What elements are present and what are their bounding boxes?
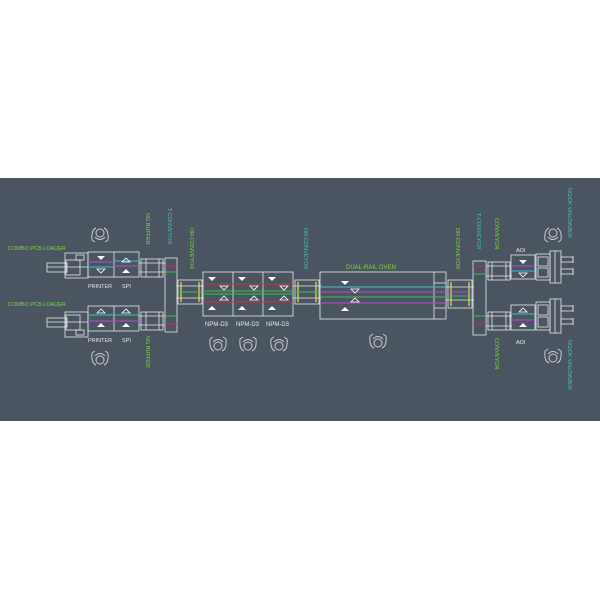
conveyor-bottom xyxy=(486,311,512,331)
operator-npm3-icon xyxy=(270,336,288,352)
dr-conveyor-left xyxy=(176,279,204,305)
dr-conveyor-mid-label: DR-CONVEYOR xyxy=(302,228,308,269)
unloader-bottom-label: NG/OK UNLOADER xyxy=(566,340,572,390)
layout-panel xyxy=(0,178,600,421)
t-conveyor-right-label: T-CONVEYOR xyxy=(475,213,481,249)
printer-spi-bottom xyxy=(87,305,140,332)
conveyor-top-label: CONVEYOR xyxy=(493,218,499,250)
dr-conveyor-right-label: DR-CONVEYOR xyxy=(454,228,460,269)
aoi-bottom xyxy=(510,304,536,331)
operator-oven-icon xyxy=(369,333,387,349)
ng-buffer-top-label: NG BUFFER xyxy=(144,213,150,245)
oven-label: DUAL-RAIL OVEN xyxy=(346,265,396,271)
npm-d3-modules xyxy=(202,271,294,317)
dual-rail-oven xyxy=(319,271,447,320)
unloader-top-label: NG/OK UNLOADER xyxy=(566,188,572,238)
t-conveyor-left xyxy=(164,257,178,333)
npm1-label: NPM-D3 xyxy=(205,322,229,328)
aoi-bottom-label: AOI xyxy=(516,340,526,346)
npm2-label: NPM-D3 xyxy=(236,322,260,328)
operator-npm1-icon xyxy=(209,336,227,352)
ng-buffer-bottom-label: NG BUFFER xyxy=(144,336,150,368)
aoi-top xyxy=(510,254,536,280)
npm3-label: NPM-D3 xyxy=(266,322,290,328)
unloader-top xyxy=(535,250,574,284)
dr-conveyor-right xyxy=(446,279,474,309)
operator-unloader-bottom-icon xyxy=(544,348,562,364)
spi-bottom-label: SPI xyxy=(122,338,131,344)
loader-top xyxy=(46,252,89,279)
ng-buffer-bottom xyxy=(139,311,165,331)
conveyor-bottom-label: CONVEYOR xyxy=(493,338,499,370)
printer-top-label: PRINTER xyxy=(88,284,112,290)
aoi-top-label: AOI xyxy=(516,248,526,254)
printer-spi-top xyxy=(87,251,140,278)
t-conveyor-right xyxy=(472,260,487,336)
operator-unloader-top-icon xyxy=(544,227,562,243)
loader-top-label: COMBO PCB LOADER xyxy=(8,246,66,252)
operator-npm2-icon xyxy=(239,336,257,352)
loader-bottom-label: COMBO PCB LOADER xyxy=(8,302,66,308)
t-conveyor-left-label: T-CONVEYOR xyxy=(166,208,172,244)
ng-buffer-top xyxy=(139,258,165,278)
operator-printer-top-icon xyxy=(91,227,109,243)
printer-bottom-label: PRINTER xyxy=(88,338,112,344)
conveyor-top xyxy=(486,261,512,281)
operator-printer-bottom-icon xyxy=(91,350,109,366)
loader-bottom xyxy=(46,311,89,338)
dr-conveyor-mid xyxy=(293,279,321,305)
dr-conveyor-left-label: DR-CONVEYOR xyxy=(188,228,194,269)
unloader-bottom xyxy=(535,298,574,334)
spi-top-label: SPI xyxy=(122,284,131,290)
